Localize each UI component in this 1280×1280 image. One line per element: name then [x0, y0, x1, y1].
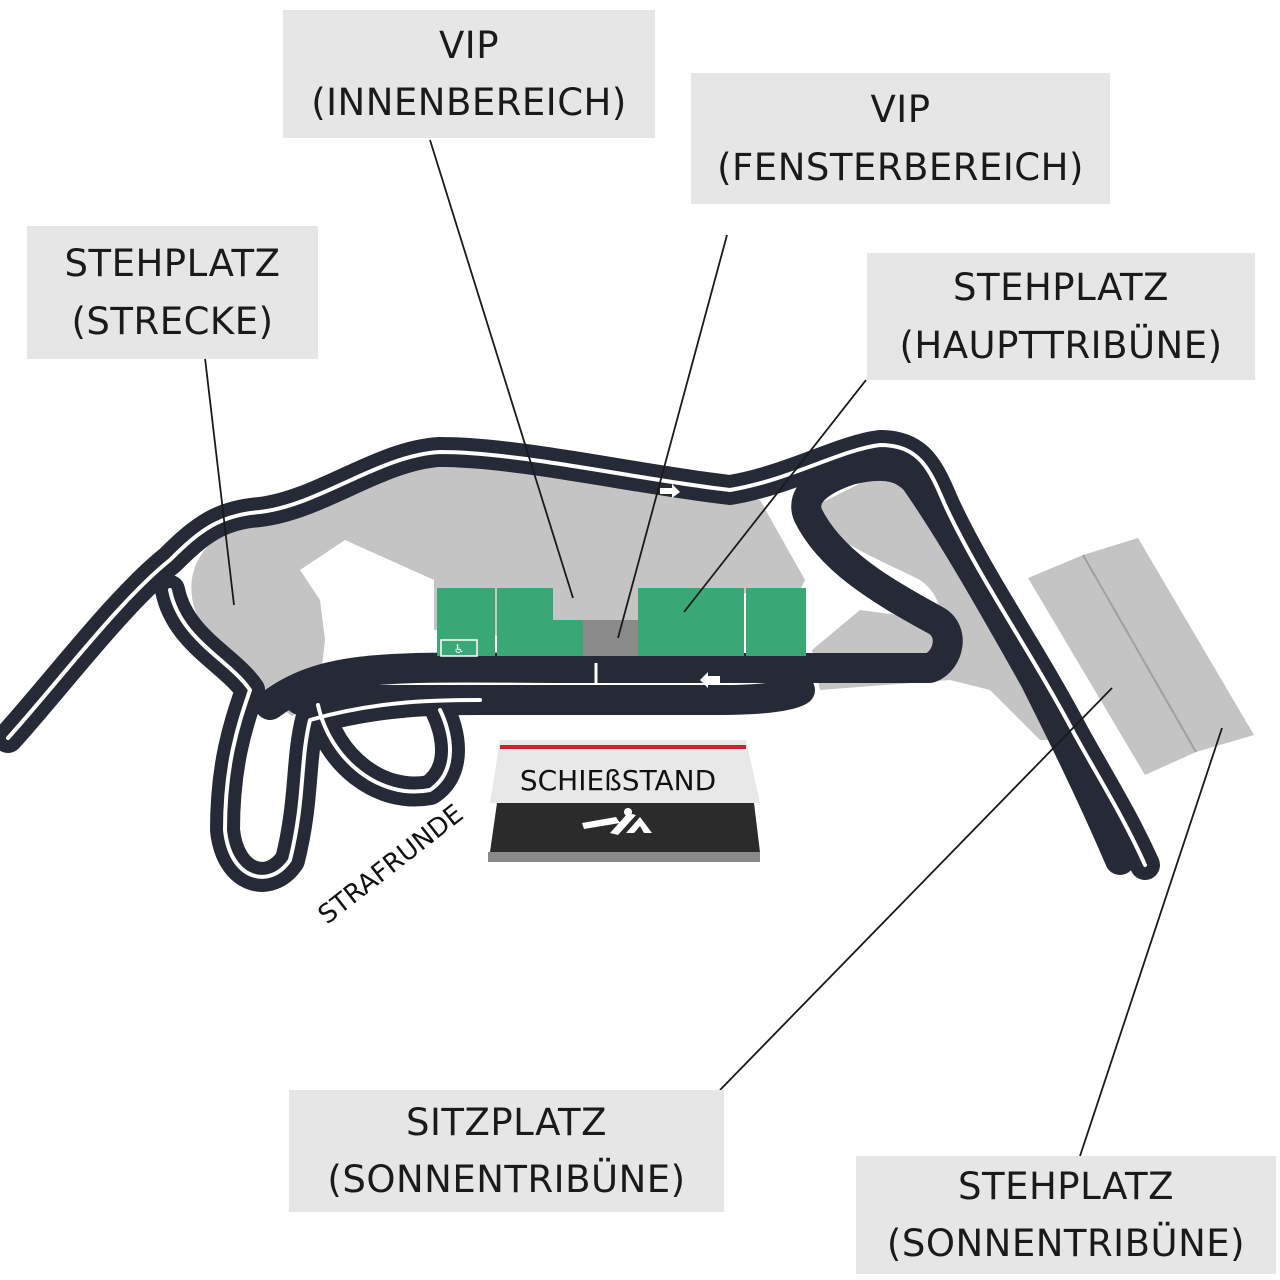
stand-divider [1082, 554, 1197, 753]
biathlon-logo-icon [582, 808, 652, 835]
penalty-loop-label: STRAFRUNDE [313, 799, 469, 930]
direction-arrow-icon [660, 484, 720, 688]
label-sitzplatz-sonnentribuene: SITZPLATZ (SONNENTRIBÜNE) [289, 1090, 724, 1212]
stand-sonne-right [1083, 538, 1254, 752]
label-stehplatz-haupttribuene: STEHPLATZ (HAUPTTRIBÜNE) [867, 253, 1255, 380]
label-title: VIP [870, 88, 931, 132]
label-vip-fensterbereich: VIP (FENSTERBEREICH) [691, 73, 1110, 204]
leader-lines [204, 139, 1223, 1157]
label-subtitle: (HAUPTTRIBÜNE) [899, 323, 1223, 367]
race-track [0, 430, 1160, 892]
label-subtitle: (FENSTERBEREICH) [717, 145, 1084, 189]
label-stehplatz-strecke: STEHPLATZ (STRECKE) [27, 226, 318, 359]
label-title: STEHPLATZ [953, 266, 1169, 310]
label-title: STEHPLATZ [64, 242, 281, 286]
main-stand: ♿ [437, 588, 806, 657]
label-subtitle: (SONNENTRIBÜNE) [327, 1158, 686, 1201]
shooting-range: SCHIEßSTAND [488, 740, 760, 862]
shooting-range-label: SCHIEßSTAND [520, 764, 716, 797]
label-stehplatz-sonnentribuene: STEHPLATZ (SONNENTRIBÜNE) [856, 1156, 1276, 1274]
wheelchair-icon: ♿ [454, 642, 465, 656]
vip-innen-area [553, 588, 638, 620]
stand-sonne-left [1028, 555, 1196, 775]
label-title: VIP [438, 23, 500, 67]
wheelchair-area [440, 639, 478, 657]
label-vip-innenbereich: VIP (INNENBEREICH) [283, 10, 655, 138]
label-subtitle: (STRECKE) [71, 299, 274, 343]
vip-fenster-area [583, 620, 638, 656]
label-subtitle: (SONNENTRIBÜNE) [886, 1222, 1246, 1265]
label-title: STEHPLATZ [958, 1164, 1174, 1208]
label-title: SITZPLATZ [405, 1100, 607, 1144]
label-subtitle: (INNENBEREICH) [311, 81, 627, 124]
